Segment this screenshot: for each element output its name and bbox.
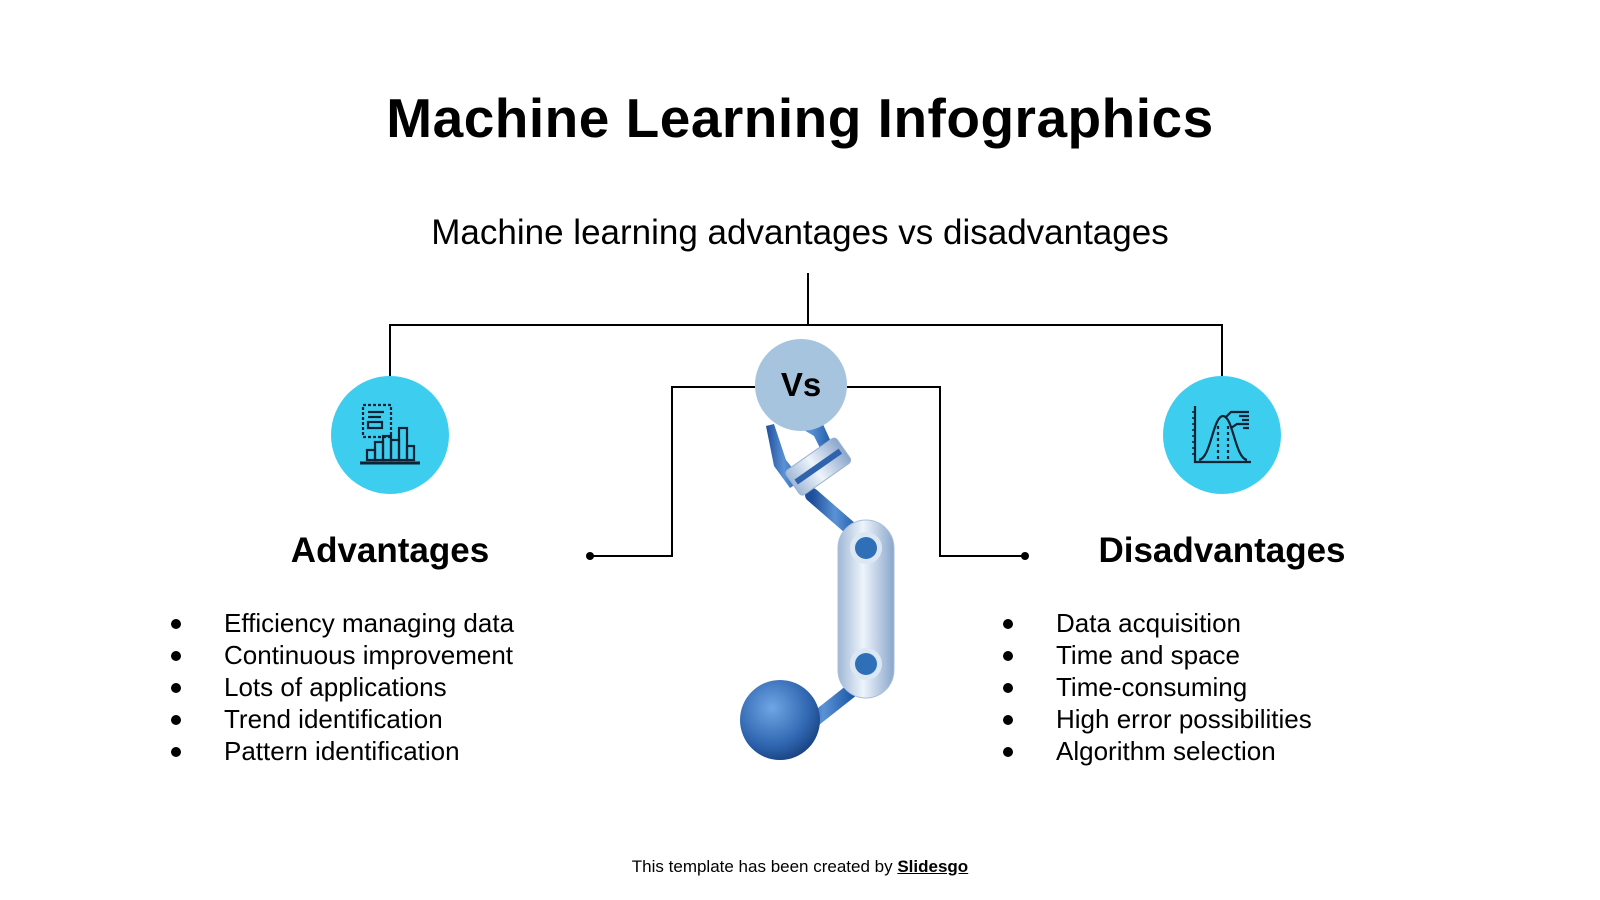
list-item: Efficiency managing data — [168, 607, 514, 639]
list-item: Data acquisition — [1000, 607, 1312, 639]
list-item: Algorithm selection — [1000, 735, 1312, 767]
list-item: Continuous improvement — [168, 639, 514, 671]
footer-text: This template has been created by — [631, 857, 898, 876]
bullet-icon — [171, 715, 181, 725]
robot-arm-illustration — [740, 408, 895, 760]
advantages-heading: Advantages — [290, 531, 490, 570]
list-item: Lots of applications — [168, 671, 514, 703]
bullet-icon — [1003, 715, 1013, 725]
bullet-icon — [171, 747, 181, 757]
slidesgo-link[interactable]: Slidesgo — [897, 857, 969, 876]
list-item: Trend identification — [168, 703, 514, 735]
list-item: High error possibilities — [1000, 703, 1312, 735]
bullet-icon — [1003, 683, 1013, 693]
bullet-icon — [171, 651, 181, 661]
disadvantages-icon-circle — [1163, 376, 1281, 494]
vs-badge: Vs — [755, 339, 847, 431]
bell-curve-chart-icon — [1192, 406, 1251, 464]
bar-chart-report-icon — [360, 403, 420, 465]
disadvantages-list: Data acquisition Time and space Time-con… — [1000, 607, 1312, 767]
advantages-list: Efficiency managing data Continuous impr… — [168, 607, 514, 767]
list-item: Pattern identification — [168, 735, 514, 767]
bullet-icon — [1003, 619, 1013, 629]
list-item: Time and space — [1000, 639, 1312, 671]
slide-title: Machine Learning Infographics — [386, 87, 1214, 149]
bullet-icon — [171, 683, 181, 693]
slide-subtitle: Machine learning advantages vs disadvant… — [431, 213, 1169, 252]
disadvantages-heading: Disadvantages — [1098, 531, 1346, 570]
footer-credit: This template has been created by Slides… — [0, 857, 1600, 877]
bullet-icon — [1003, 651, 1013, 661]
list-item: Time-consuming — [1000, 671, 1312, 703]
advantages-icon-circle — [331, 376, 449, 494]
bullet-icon — [1003, 747, 1013, 757]
bullet-icon — [171, 619, 181, 629]
